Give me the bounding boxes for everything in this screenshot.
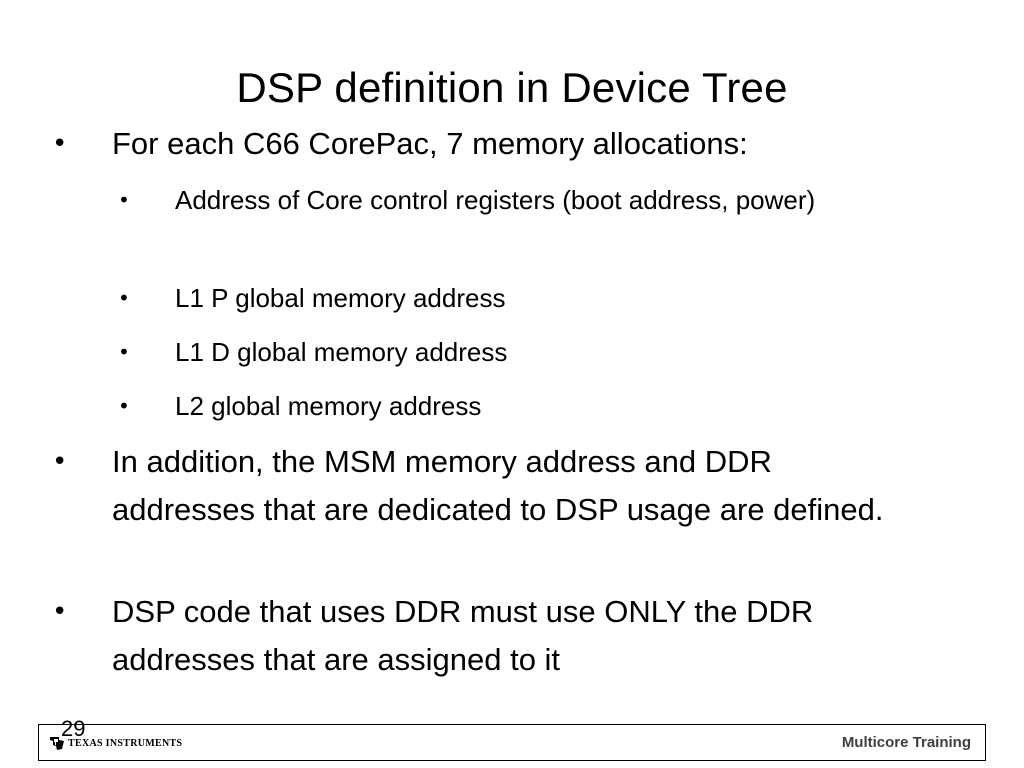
- sub-bullet-marker: •: [118, 340, 130, 364]
- bullet-marker: •: [52, 447, 68, 477]
- bullet-marker: •: [52, 129, 68, 159]
- sub-bullet-text: L2 global memory address: [175, 391, 482, 421]
- sub-bullet-text: Address of Core control registers (boot …: [175, 185, 816, 215]
- footer-bar: Texas Instruments 29 Multicore Training: [38, 717, 986, 761]
- sub-bullet-marker: •: [118, 394, 130, 418]
- footer-course-label: Multicore Training: [841, 734, 971, 751]
- sub-bullet-marker: •: [118, 286, 130, 310]
- bullet-marker: •: [52, 597, 68, 627]
- ti-logo-text: Texas Instruments: [68, 737, 183, 749]
- sub-bullet-marker: •: [118, 188, 130, 212]
- sub-bullet-text: L1 D global memory address: [175, 337, 508, 367]
- page-number: 29: [61, 716, 86, 741]
- ti-logo: Texas Instruments: [49, 734, 182, 752]
- ti-logo-icon: [50, 737, 64, 750]
- slide-title: DSP definition in Device Tree: [236, 64, 788, 111]
- bullet-text: DSP code that uses DDR must use ONLY the…: [112, 594, 814, 677]
- sub-bullet-text: L1 P global memory address: [175, 283, 506, 313]
- bullet-text: For each C66 CorePac, 7 memory allocatio…: [112, 126, 748, 161]
- bullet-text: In addition, the MSM memory address and …: [112, 444, 884, 527]
